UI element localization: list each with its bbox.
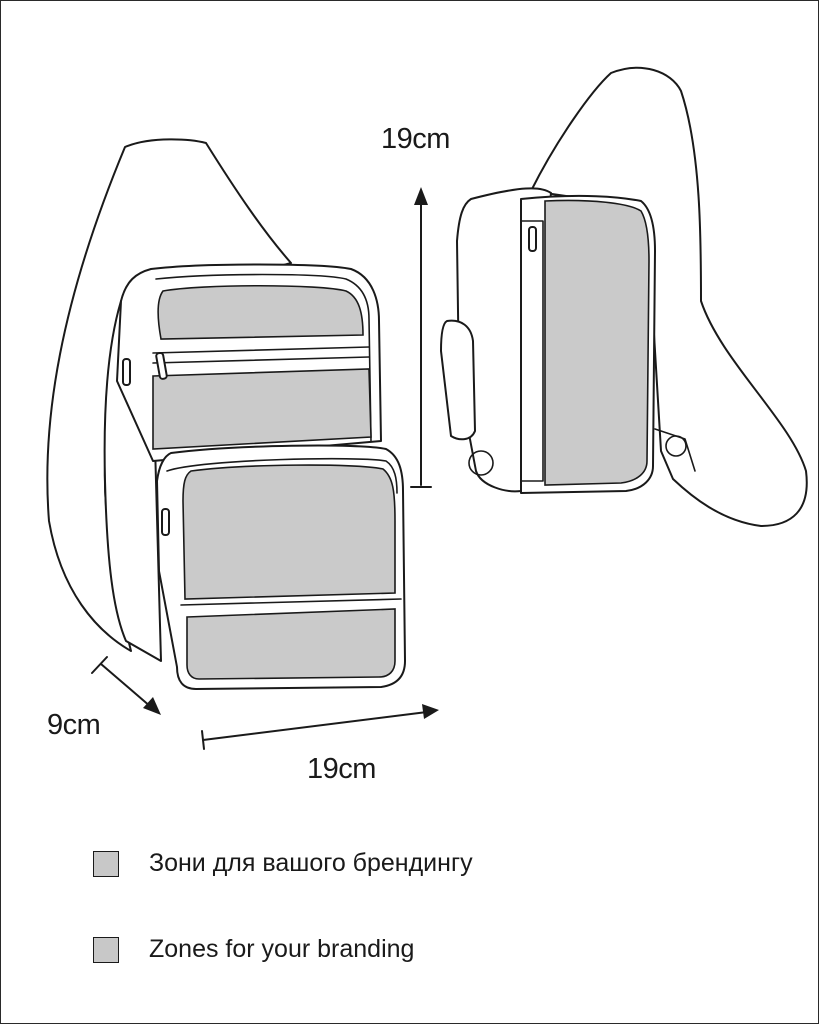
back-strap	[530, 66, 808, 527]
front-branding-zone-top	[157, 284, 364, 340]
strap-clip	[654, 428, 696, 472]
front-pocket-seam	[180, 598, 402, 606]
front-body-piping	[155, 273, 372, 442]
back-bag	[440, 66, 808, 527]
legend-swatch	[93, 936, 119, 963]
zipper-puller	[155, 351, 168, 380]
back-side-pocket	[440, 319, 476, 441]
width-dimension	[201, 704, 439, 750]
back-branding-zone	[544, 199, 650, 486]
back-zipper-strip	[520, 220, 544, 482]
zipper-puller	[528, 226, 537, 252]
height-dimension	[410, 187, 432, 488]
depth-dimension	[91, 656, 161, 715]
front-zipper-main	[152, 346, 370, 354]
depth-label: 9cm	[47, 709, 101, 741]
front-branding-zone-pocket	[182, 464, 396, 600]
height-label: 19cm	[381, 123, 450, 155]
front-pocket-piping	[166, 457, 398, 494]
legend-text: Зони для вашого брендингу	[149, 849, 473, 877]
zipper-puller	[161, 508, 170, 536]
front-branding-zone-bottom	[186, 608, 396, 680]
front-bag	[46, 138, 406, 690]
zipper-puller	[122, 358, 131, 386]
front-zipper-main-2	[152, 356, 370, 364]
legend-item-ukrainian: Зони для вашого брендингу	[93, 849, 473, 878]
legend-swatch	[93, 850, 119, 877]
legend-item-english: Zones for your branding	[93, 935, 414, 964]
width-label: 19cm	[307, 753, 376, 785]
front-branding-zone-middle	[152, 368, 372, 450]
legend-text: Zones for your branding	[149, 935, 415, 963]
strap-ring	[468, 450, 494, 476]
